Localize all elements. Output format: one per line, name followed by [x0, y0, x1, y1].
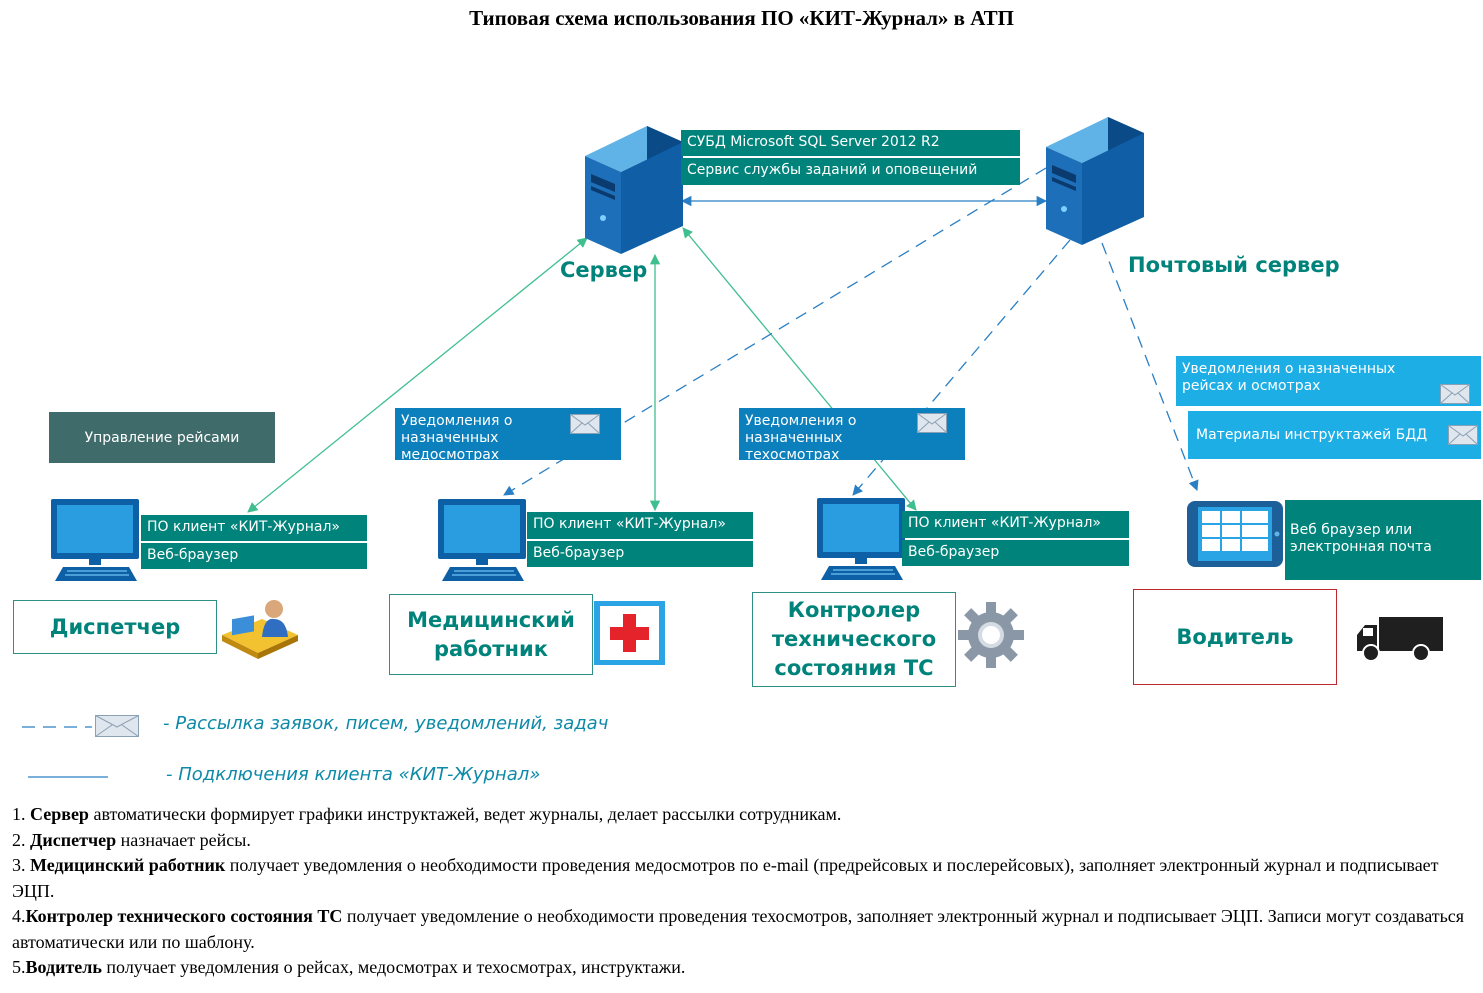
note-item: 3. Медицинский работник получает уведомл… — [12, 855, 1439, 901]
driver-client-box: Веб браузер или электронная почта — [1285, 500, 1481, 580]
tech-notification-text: Уведомления о назначенных техосмотрах — [745, 413, 857, 463]
med-notification-text: Уведомления о назначенных медосмотрах — [401, 413, 513, 463]
medical-cross-icon — [594, 601, 665, 665]
dispatcher-browser-box: Веб-браузер — [141, 543, 367, 569]
medic-role: Медицинский работник — [389, 594, 593, 675]
driver-role: Водитель — [1133, 589, 1337, 685]
controller-software-box: ПО клиент «КИТ-Журнал» — [902, 511, 1129, 538]
computer-icon — [51, 499, 139, 581]
truck-icon — [1357, 617, 1443, 662]
computer-icon — [438, 499, 526, 581]
note-item: 2. Диспетчер назначает рейсы. — [12, 829, 251, 850]
envelope-icon — [917, 413, 947, 433]
dispatcher-software-box: ПО клиент «КИТ-Журнал» — [141, 515, 367, 541]
legend-connection-text: - Подключения клиента «КИТ-Журнал» — [166, 764, 541, 785]
legend-mailing-text: - Рассылка заявок, писем, уведомлений, з… — [163, 713, 609, 734]
manage-trips-box: Управление рейсами — [49, 412, 275, 463]
legend-envelope-icon — [95, 715, 139, 737]
note-item: 5.Водитель получает уведомления о рейсах… — [12, 957, 686, 977]
driver-trips-notification-box: Уведомления о назначенных рейсах и осмот… — [1176, 356, 1481, 406]
driver-materials-text: Материалы инструктажей БДД — [1196, 426, 1428, 443]
controller-connection — [682, 227, 917, 511]
tech-notification-box: Уведомления о назначенных техосмотрах — [739, 408, 965, 463]
envelope-icon — [570, 414, 600, 434]
dispatcher-connection — [247, 237, 588, 513]
controller-role: Контролер технического состояния ТС — [752, 592, 956, 687]
computer-icon — [817, 498, 905, 580]
mail-to-driver — [1101, 242, 1199, 491]
job-service-box: Сервис службы заданий и оповещений — [681, 158, 1020, 185]
medic-browser-box: Веб-браузер — [527, 541, 753, 567]
diagram-title: Типовая схема использования ПО «КИТ-Журн… — [469, 6, 1014, 30]
driver-trips-notification-text: Уведомления о назначенных рейсах и осмот… — [1182, 361, 1396, 394]
dispatcher-role: Диспетчер — [13, 600, 217, 654]
tablet-icon — [1187, 501, 1283, 567]
server-label: Сервер — [560, 258, 648, 282]
envelope-icon — [1440, 384, 1470, 404]
medic-software-box: ПО клиент «КИТ-Журнал» — [527, 512, 753, 539]
sql-server-box: СУБД Microsoft SQL Server 2012 R2 — [681, 130, 1020, 156]
note-item: 1. Сервер автоматически формирует график… — [12, 804, 842, 824]
mail-server-label: Почтовый сервер — [1128, 253, 1340, 277]
notes-list: 1. Сервер автоматически формирует график… — [12, 802, 1472, 981]
server-icon — [585, 126, 683, 254]
mail-server-icon — [1046, 117, 1144, 245]
controller-browser-box: Веб-браузер — [902, 540, 1129, 566]
envelope-icon — [1448, 425, 1478, 445]
mail-to-controller — [852, 239, 1071, 496]
dispatcher-person-icon — [222, 600, 298, 659]
driver-materials-box: Материалы инструктажей БДД — [1188, 411, 1481, 459]
note-item: 4.Контролер технического состояния ТС по… — [12, 906, 1465, 952]
gear-icon — [958, 602, 1024, 668]
driver-client-text: Веб браузер или электронная почта — [1290, 522, 1432, 555]
